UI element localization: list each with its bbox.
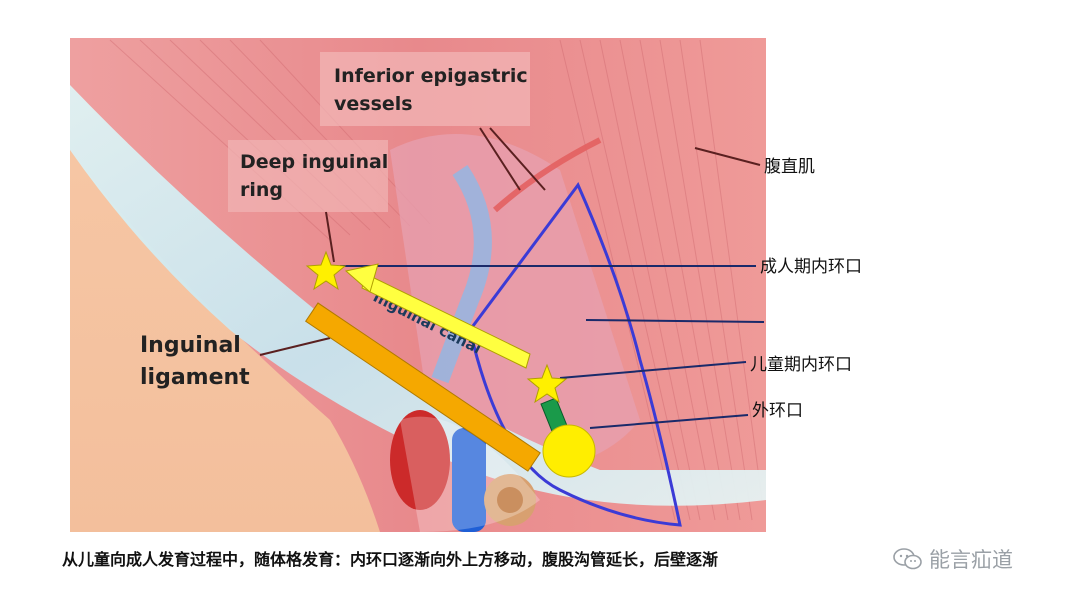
inferior-epigastric-label-line2: vessels: [334, 93, 413, 115]
pointer-epigastric-1: [479, 127, 521, 191]
pointer-ligament: [259, 337, 331, 356]
pointer-epigastric-2: [489, 127, 546, 191]
migration-arrow: [344, 263, 531, 369]
child-internal-ring-label: 儿童期内环口: [750, 355, 852, 375]
deep-inguinal-ring-label-line2: ring: [240, 179, 283, 201]
inguinal-ligament-label-line2: ligament: [140, 365, 250, 390]
inguinal-ligament-label-line1: Inguinal: [140, 333, 241, 358]
pointer-external-ring: [589, 414, 749, 429]
pointer-rectus: [694, 147, 761, 166]
pointer-lines: [259, 127, 761, 356]
external-ring-label: 外环口: [752, 401, 803, 421]
pointer-triangle: [585, 319, 765, 323]
anatomy-background: [70, 38, 766, 532]
watermark: 能言疝道: [893, 544, 1013, 574]
pointer-child-ring: [559, 361, 747, 379]
rectus-abdominis-label: 腹直肌: [764, 157, 815, 177]
deep-inguinal-ring-label-line1: Deep inguinal: [240, 151, 388, 173]
adult-internal-ring-label: 成人期内环口: [760, 257, 862, 277]
figure-caption: 从儿童向成人发育过程中，随体格发育：内环口逐渐向外上方移动，腹股沟管延长，后壁逐…: [62, 550, 719, 569]
pointer-deep-ring: [325, 211, 335, 263]
wechat-icon: [893, 548, 923, 570]
child-internal-ring-star: [526, 363, 568, 404]
external-ring-circle: [542, 424, 596, 478]
watermark-text: 能言疝道: [929, 548, 1013, 572]
inferior-epigastric-label-line1: Inferior epigastric: [334, 65, 528, 87]
adult-internal-ring-star: [305, 250, 347, 291]
inguinal-canal-bar: [305, 302, 541, 472]
